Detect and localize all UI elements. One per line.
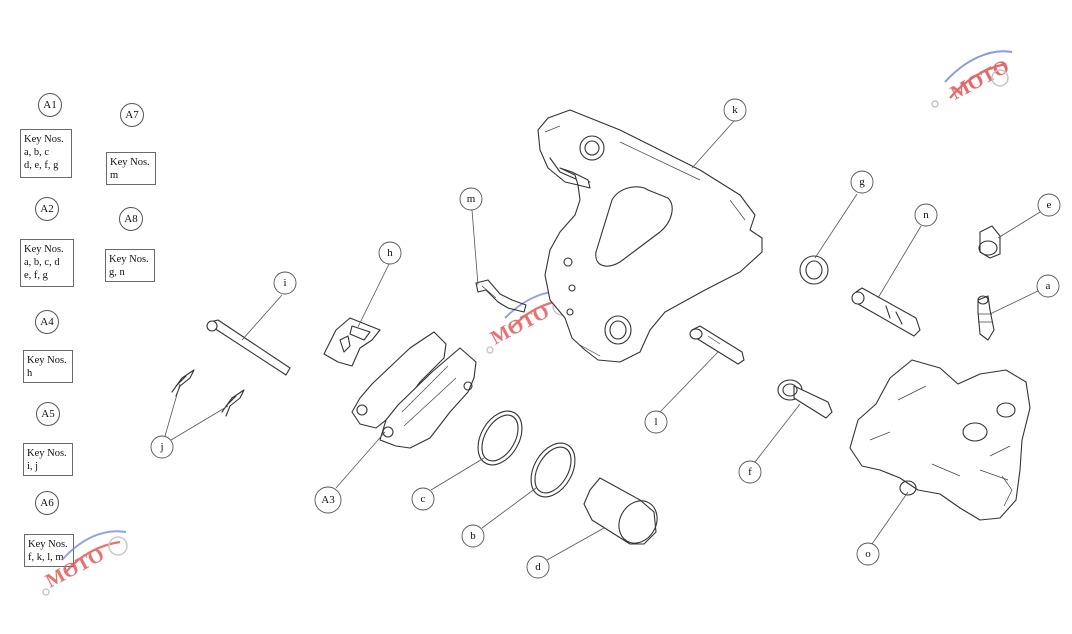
callout-c-label: c	[421, 493, 426, 505]
part-h-anti-rattle-clip	[323, 317, 381, 367]
kit-box-a4-line: Key Nos.	[27, 355, 67, 366]
kit-box-a2: Key Nos. a, b, c, d e, f, g	[20, 239, 74, 287]
kit-box-a7-line: Key Nos.	[110, 157, 150, 168]
leader-lines	[164, 120, 1041, 561]
callout-l: l	[644, 410, 668, 434]
kit-box-a1-line: a, b, c	[24, 147, 50, 158]
kit-box-a5: Key Nos. i, j	[23, 443, 73, 476]
part-c-seal	[477, 410, 523, 466]
watermark-logo-bottom-left: MOTO	[42, 530, 128, 596]
kit-label-a6: A6	[35, 491, 59, 515]
kit-box-a2-line: Key Nos.	[24, 244, 64, 255]
kit-box-a8-line: Key Nos.	[109, 254, 149, 265]
part-d-piston	[583, 477, 658, 545]
callout-f: f	[738, 460, 762, 484]
kit-box-a1-line: Key Nos.	[24, 134, 64, 145]
kit-box-a6: Key Nos. f, k, l, m	[24, 534, 74, 567]
kit-box-a1: Key Nos. a, b, c d, e, f, g	[20, 129, 72, 178]
callout-n-label: n	[923, 209, 929, 221]
kit-box-a7: Key Nos. m	[106, 152, 156, 185]
part-k-caliper-bracket	[537, 109, 763, 363]
part-e-bleed-cap	[978, 225, 1001, 259]
kit-box-a6-line: Key Nos.	[28, 539, 68, 550]
callout-m-label: m	[467, 193, 476, 205]
kit-label-a7: A7	[120, 103, 144, 127]
kit-box-a8-line: g, n	[109, 267, 125, 278]
callout-o: o	[856, 542, 880, 566]
part-m-pad-spring	[475, 279, 527, 313]
callout-c: c	[411, 487, 435, 511]
callout-b-label: b	[470, 530, 476, 542]
kit-box-a5-line: Key Nos.	[27, 448, 67, 459]
callout-f-label: f	[748, 466, 752, 478]
callout-m: m	[459, 187, 483, 211]
watermark-logo-top-right: MOTO	[931, 50, 1013, 108]
callout-k: k	[723, 98, 747, 122]
callout-d: d	[526, 555, 550, 579]
part-l-slide-pin	[689, 325, 745, 365]
kit-label-a1: A1	[38, 93, 62, 117]
callout-h-label: h	[387, 247, 393, 259]
watermark-text: MOTO	[947, 55, 1013, 104]
callout-i-label: i	[283, 277, 286, 289]
callout-j: j	[150, 435, 174, 459]
kit-label-a8: A8	[119, 207, 143, 231]
part-b-seal	[530, 442, 576, 498]
callout-a-label: a	[1046, 280, 1051, 292]
callout-g-label: g	[859, 176, 865, 188]
kit-box-a2-line: a, b, c, d	[24, 257, 60, 268]
kit-box-a5-line: i, j	[27, 461, 39, 472]
kit-box-a8: Key Nos. g, n	[105, 249, 155, 282]
callout-a3-label: A3	[321, 494, 335, 506]
callout-l-label: l	[654, 416, 657, 428]
part-i-pad-pin	[206, 319, 291, 376]
kit-label-a5: A5	[36, 402, 60, 426]
callout-o-label: o	[865, 548, 871, 560]
callout-n: n	[914, 203, 938, 227]
callout-k-label: k	[732, 104, 738, 116]
part-o-caliper-body	[849, 359, 1031, 521]
kit-box-a2-line: e, f, g	[24, 270, 48, 281]
callout-e-label: e	[1047, 199, 1052, 211]
part-g-dust-boot	[799, 255, 829, 285]
watermark-text: MOTO	[487, 300, 553, 349]
callout-b: b	[461, 524, 485, 548]
part-a-bleed-nipple	[977, 295, 995, 341]
part-a3-brake-pads	[351, 331, 477, 449]
part-j-r-clips	[171, 369, 245, 417]
callout-h: h	[378, 241, 402, 265]
watermark-text: MOTO	[42, 543, 108, 592]
kit-label-a4: A4	[35, 310, 59, 334]
kit-box-a1-line: d, e, f, g	[24, 160, 59, 171]
callout-i: i	[273, 271, 297, 295]
callout-a: a	[1036, 274, 1060, 298]
part-n-slide-pin	[851, 287, 921, 337]
part-f-slide-bolt	[777, 379, 833, 419]
callout-g: g	[850, 170, 874, 194]
callout-a3: A3	[314, 486, 342, 514]
callout-j-label: j	[159, 441, 163, 453]
kit-box-a7-line: m	[110, 170, 119, 181]
kit-box-a4-line: h	[27, 368, 33, 379]
kit-label-a2: A2	[35, 197, 59, 221]
kit-box-a4: Key Nos. h	[23, 350, 73, 383]
kit-box-a6-line: f, k, l, m	[28, 552, 64, 563]
callout-e: e	[1037, 193, 1061, 217]
callout-d-label: d	[535, 561, 541, 573]
